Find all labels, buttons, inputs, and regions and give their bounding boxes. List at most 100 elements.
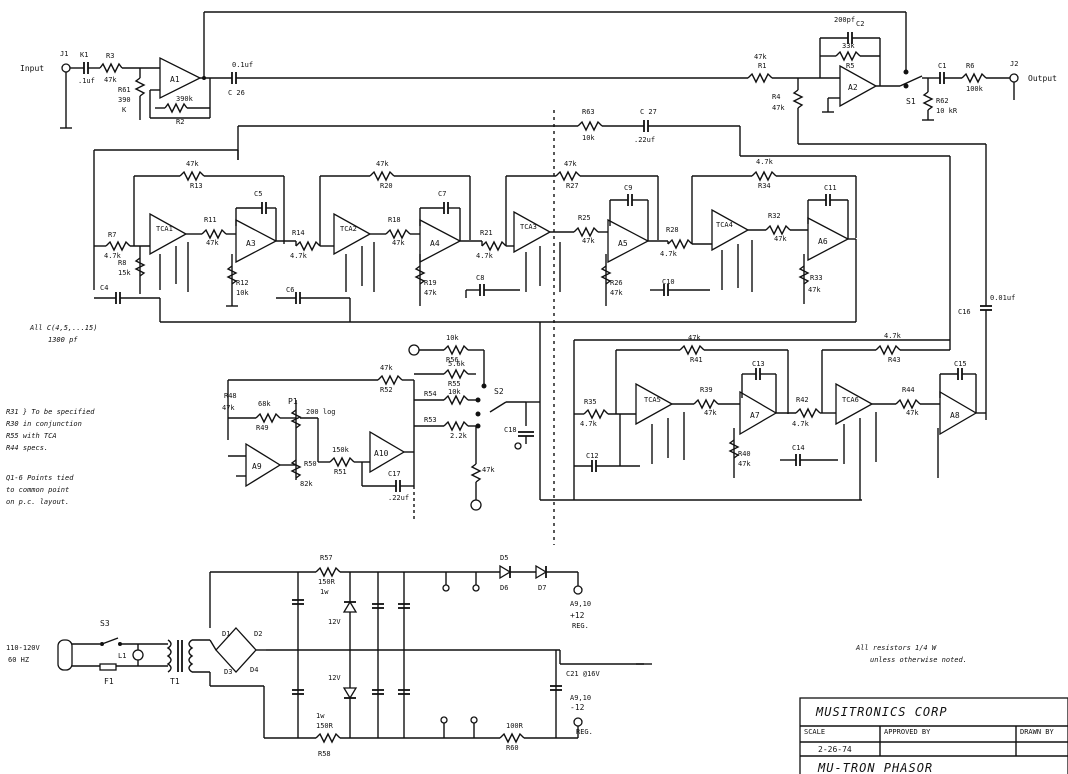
- resistor-r21: [481, 240, 507, 252]
- company-name: MUSITRONICS CORP: [815, 705, 948, 719]
- svg-text:C 26: C 26: [228, 89, 245, 97]
- resistor-r39: [693, 398, 719, 410]
- svg-text:47k: 47k: [582, 237, 595, 245]
- svg-text:0.1uf: 0.1uf: [232, 61, 253, 69]
- bridge-rectifier: [215, 627, 257, 673]
- svg-text:R39: R39: [700, 386, 713, 394]
- svg-text:4.7k: 4.7k: [756, 158, 774, 166]
- svg-text:D1: D1: [222, 630, 230, 638]
- svg-text:R12: R12: [236, 279, 249, 287]
- phase-stage-6: R42 4.7k 4.7k R43 TCA6 R44 47k A8 C15 C1…: [780, 332, 986, 500]
- pot-p1: [290, 409, 302, 429]
- svg-text:R4: R4: [772, 93, 780, 101]
- opamp-a10: [369, 430, 406, 474]
- svg-text:C15: C15: [954, 360, 967, 368]
- left-notes: R31 } To be specified R30 in conjunction…: [6, 408, 95, 506]
- resistor-r6: [961, 72, 987, 84]
- svg-text:47k: 47k: [610, 289, 623, 297]
- svg-text:R26: R26: [610, 279, 623, 287]
- svg-text:R8: R8: [118, 259, 126, 267]
- resistor-r60: [499, 732, 525, 744]
- svg-text:REG.: REG.: [576, 728, 593, 736]
- phase-stage-5: R35 4.7k 47k R41 TCA5 R39 47k A7 C13 R40…: [539, 322, 950, 501]
- svg-text:47k: 47k: [564, 160, 577, 168]
- svg-text:12V: 12V: [328, 674, 341, 682]
- transformer-t1: [166, 639, 172, 673]
- svg-text:150R: 150R: [316, 722, 334, 730]
- svg-text:S2: S2: [494, 387, 504, 396]
- svg-text:2.2k: 2.2k: [450, 432, 468, 440]
- svg-text:47k: 47k: [772, 104, 785, 112]
- resistor-r52: [377, 374, 403, 386]
- resistor-r33: [798, 265, 810, 285]
- svg-text:200pf: 200pf: [834, 16, 855, 24]
- fuse-f1: [99, 663, 117, 671]
- drawing-date: 2-26-74: [818, 745, 852, 754]
- svg-text:R58: R58: [318, 750, 331, 758]
- svg-text:L1: L1: [118, 652, 126, 660]
- svg-text:C18: C18: [504, 426, 517, 434]
- svg-text:R1: R1: [758, 62, 766, 70]
- resistor-r8: [134, 257, 146, 277]
- svg-text:C21 @16V: C21 @16V: [566, 670, 601, 678]
- opamp-a6: [807, 216, 850, 262]
- svg-text:C5: C5: [254, 190, 262, 198]
- svg-text:5.6k: 5.6k: [448, 360, 466, 368]
- svg-text:47k: 47k: [186, 160, 199, 168]
- svg-text:1300 pf: 1300 pf: [48, 336, 78, 344]
- resistor-r28: [667, 238, 693, 250]
- svg-text:15k: 15k: [118, 269, 131, 277]
- resistor-note: All resistors 1/4 W unless otherwise not…: [855, 644, 967, 664]
- svg-text:P1: P1: [288, 397, 298, 406]
- svg-text:R14: R14: [292, 229, 305, 237]
- switch-s2: [489, 401, 507, 413]
- svg-text:R42: R42: [796, 396, 809, 404]
- r63-c27-feedback: R63 10k C 27 .22uf: [93, 108, 951, 545]
- svg-text:R57: R57: [320, 554, 333, 562]
- svg-text:R21: R21: [480, 229, 493, 237]
- resistor-r11: [201, 228, 227, 240]
- svg-text:C4: C4: [100, 284, 108, 292]
- svg-text:12V: 12V: [328, 618, 341, 626]
- svg-text:+12: +12: [570, 611, 585, 620]
- svg-text:R30 in conjunction: R30 in conjunction: [6, 420, 82, 428]
- svg-text:R52: R52: [380, 386, 393, 394]
- svg-text:R33: R33: [810, 274, 823, 282]
- svg-text:10k: 10k: [236, 289, 249, 297]
- svg-text:R43: R43: [888, 356, 901, 364]
- resistor-r1: [747, 72, 773, 84]
- svg-text:47k: 47k: [376, 160, 389, 168]
- svg-text:All resistors 1/4 W: All resistors 1/4 W: [855, 644, 937, 652]
- svg-text:47k: 47k: [206, 239, 219, 247]
- resistor-r14: [295, 240, 321, 252]
- opamp-a9: [245, 442, 282, 488]
- phase-cell-tca3: [513, 210, 552, 254]
- svg-text:A9,10: A9,10: [570, 600, 591, 608]
- input-jack-j1: [61, 63, 71, 73]
- svg-text:C16: C16: [958, 308, 971, 316]
- output-label: Output: [1028, 74, 1057, 83]
- svg-text:C8: C8: [476, 274, 484, 282]
- svg-text:Q1-6 Points tied: Q1-6 Points tied: [6, 474, 74, 482]
- svg-text:A4: A4: [430, 239, 440, 248]
- svg-text:10k: 10k: [448, 388, 461, 396]
- svg-text:D3: D3: [224, 668, 232, 676]
- svg-text:R28: R28: [666, 226, 679, 234]
- svg-text:47k: 47k: [104, 76, 117, 84]
- plus12-terminal: [573, 585, 583, 595]
- svg-text:R3: R3: [106, 52, 114, 60]
- svg-text:C14: C14: [792, 444, 805, 452]
- phase-cell-tca2: [333, 212, 372, 256]
- resistor-r27: [555, 170, 581, 182]
- svg-text:A10: A10: [374, 449, 389, 458]
- phase-stage-3: R21 4.7k 47k R27 TCA3 R25 47k A5 C9 R26 …: [465, 160, 668, 306]
- svg-text:A6: A6: [818, 237, 828, 246]
- svg-text:A1: A1: [170, 75, 180, 84]
- svg-text:33k: 33k: [842, 42, 855, 50]
- svg-text:C 27: C 27: [640, 108, 657, 116]
- svg-text:A5: A5: [618, 239, 628, 248]
- svg-text:S1: S1: [906, 97, 916, 106]
- svg-text:on p.c. layout.: on p.c. layout.: [6, 498, 69, 506]
- svg-text:10k: 10k: [582, 134, 595, 142]
- svg-text:.22uf: .22uf: [634, 136, 655, 144]
